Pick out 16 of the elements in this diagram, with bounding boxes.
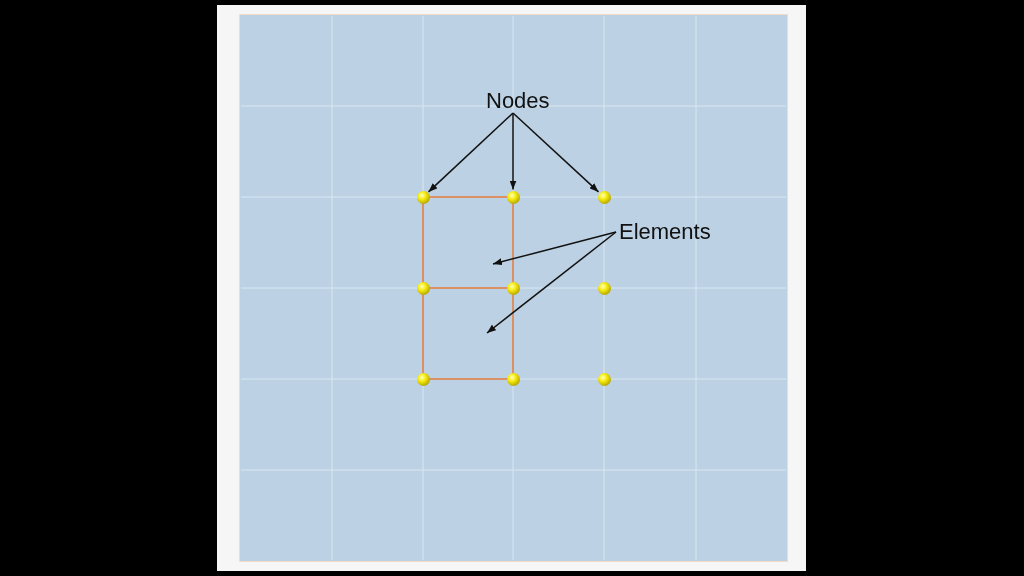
node-dot <box>597 372 611 386</box>
node-dot <box>416 281 430 295</box>
leader-arrow <box>509 112 517 191</box>
node-dot <box>506 372 520 386</box>
leader-arrow <box>486 231 617 334</box>
node-dot <box>506 281 520 295</box>
node-dot <box>416 372 430 386</box>
leader-arrow <box>512 112 600 193</box>
node-dot <box>506 190 520 204</box>
leader-arrow <box>492 231 617 266</box>
leader-arrow <box>427 112 514 193</box>
node-dot <box>597 281 611 295</box>
callout-label: Nodes <box>486 89 550 113</box>
node-dot <box>597 190 611 204</box>
node-dot <box>416 190 430 204</box>
callout-label: Elements <box>619 220 711 244</box>
